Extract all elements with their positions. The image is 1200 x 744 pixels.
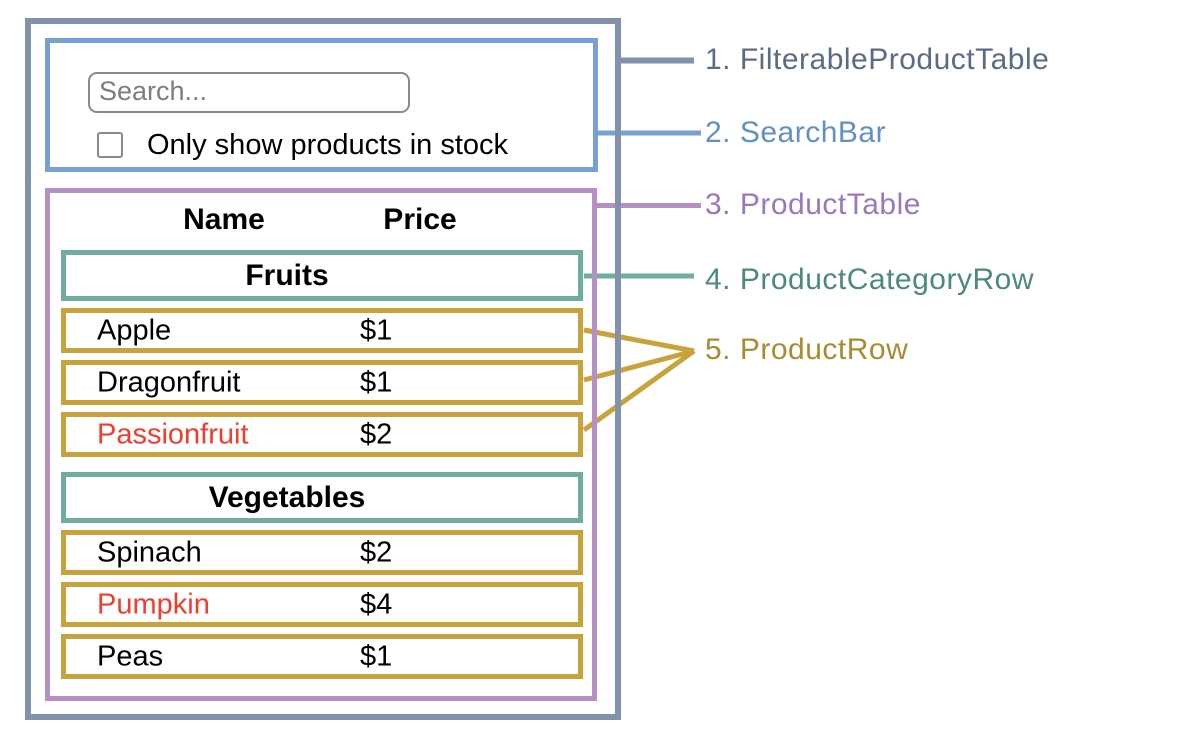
product-row: Passionfruit $2 — [61, 412, 583, 457]
product-price: $2 — [360, 418, 393, 450]
search-bar-box: Only show products in stock — [45, 38, 598, 172]
filterable-product-table-box — [25, 18, 621, 720]
product-name: Peas — [97, 640, 164, 672]
product-price: $2 — [360, 536, 393, 568]
product-price: $1 — [360, 314, 393, 346]
product-row: Peas $1 — [61, 634, 583, 679]
product-price: $4 — [360, 588, 393, 620]
search-input[interactable] — [88, 72, 410, 113]
product-row: Dragonfruit $1 — [61, 360, 583, 405]
connector-product-row-1 — [583, 327, 695, 354]
product-row: Spinach $2 — [61, 530, 583, 575]
table-header-row: Name Price — [50, 203, 592, 239]
category-label: Vegetables — [208, 480, 366, 514]
product-price: $1 — [360, 366, 393, 398]
product-row: Pumpkin $4 — [61, 582, 583, 627]
product-name: Pumpkin — [97, 588, 210, 620]
product-name: Spinach — [97, 536, 202, 568]
connector-product-row-2 — [583, 348, 695, 383]
connector-product-row-3 — [582, 348, 696, 433]
column-header-price: Price — [383, 203, 457, 236]
product-name: Dragonfruit — [97, 366, 241, 398]
in-stock-checkbox[interactable] — [97, 132, 123, 158]
product-row: Apple $1 — [61, 308, 583, 353]
product-category-row: Fruits — [61, 250, 583, 301]
product-price: $1 — [360, 640, 393, 672]
category-label: Fruits — [245, 258, 329, 292]
product-name: Apple — [97, 314, 172, 346]
column-header-name: Name — [183, 203, 265, 236]
product-category-row: Vegetables — [61, 472, 583, 523]
product-name: Passionfruit — [97, 418, 249, 450]
in-stock-checkbox-label: Only show products in stock — [147, 129, 509, 161]
